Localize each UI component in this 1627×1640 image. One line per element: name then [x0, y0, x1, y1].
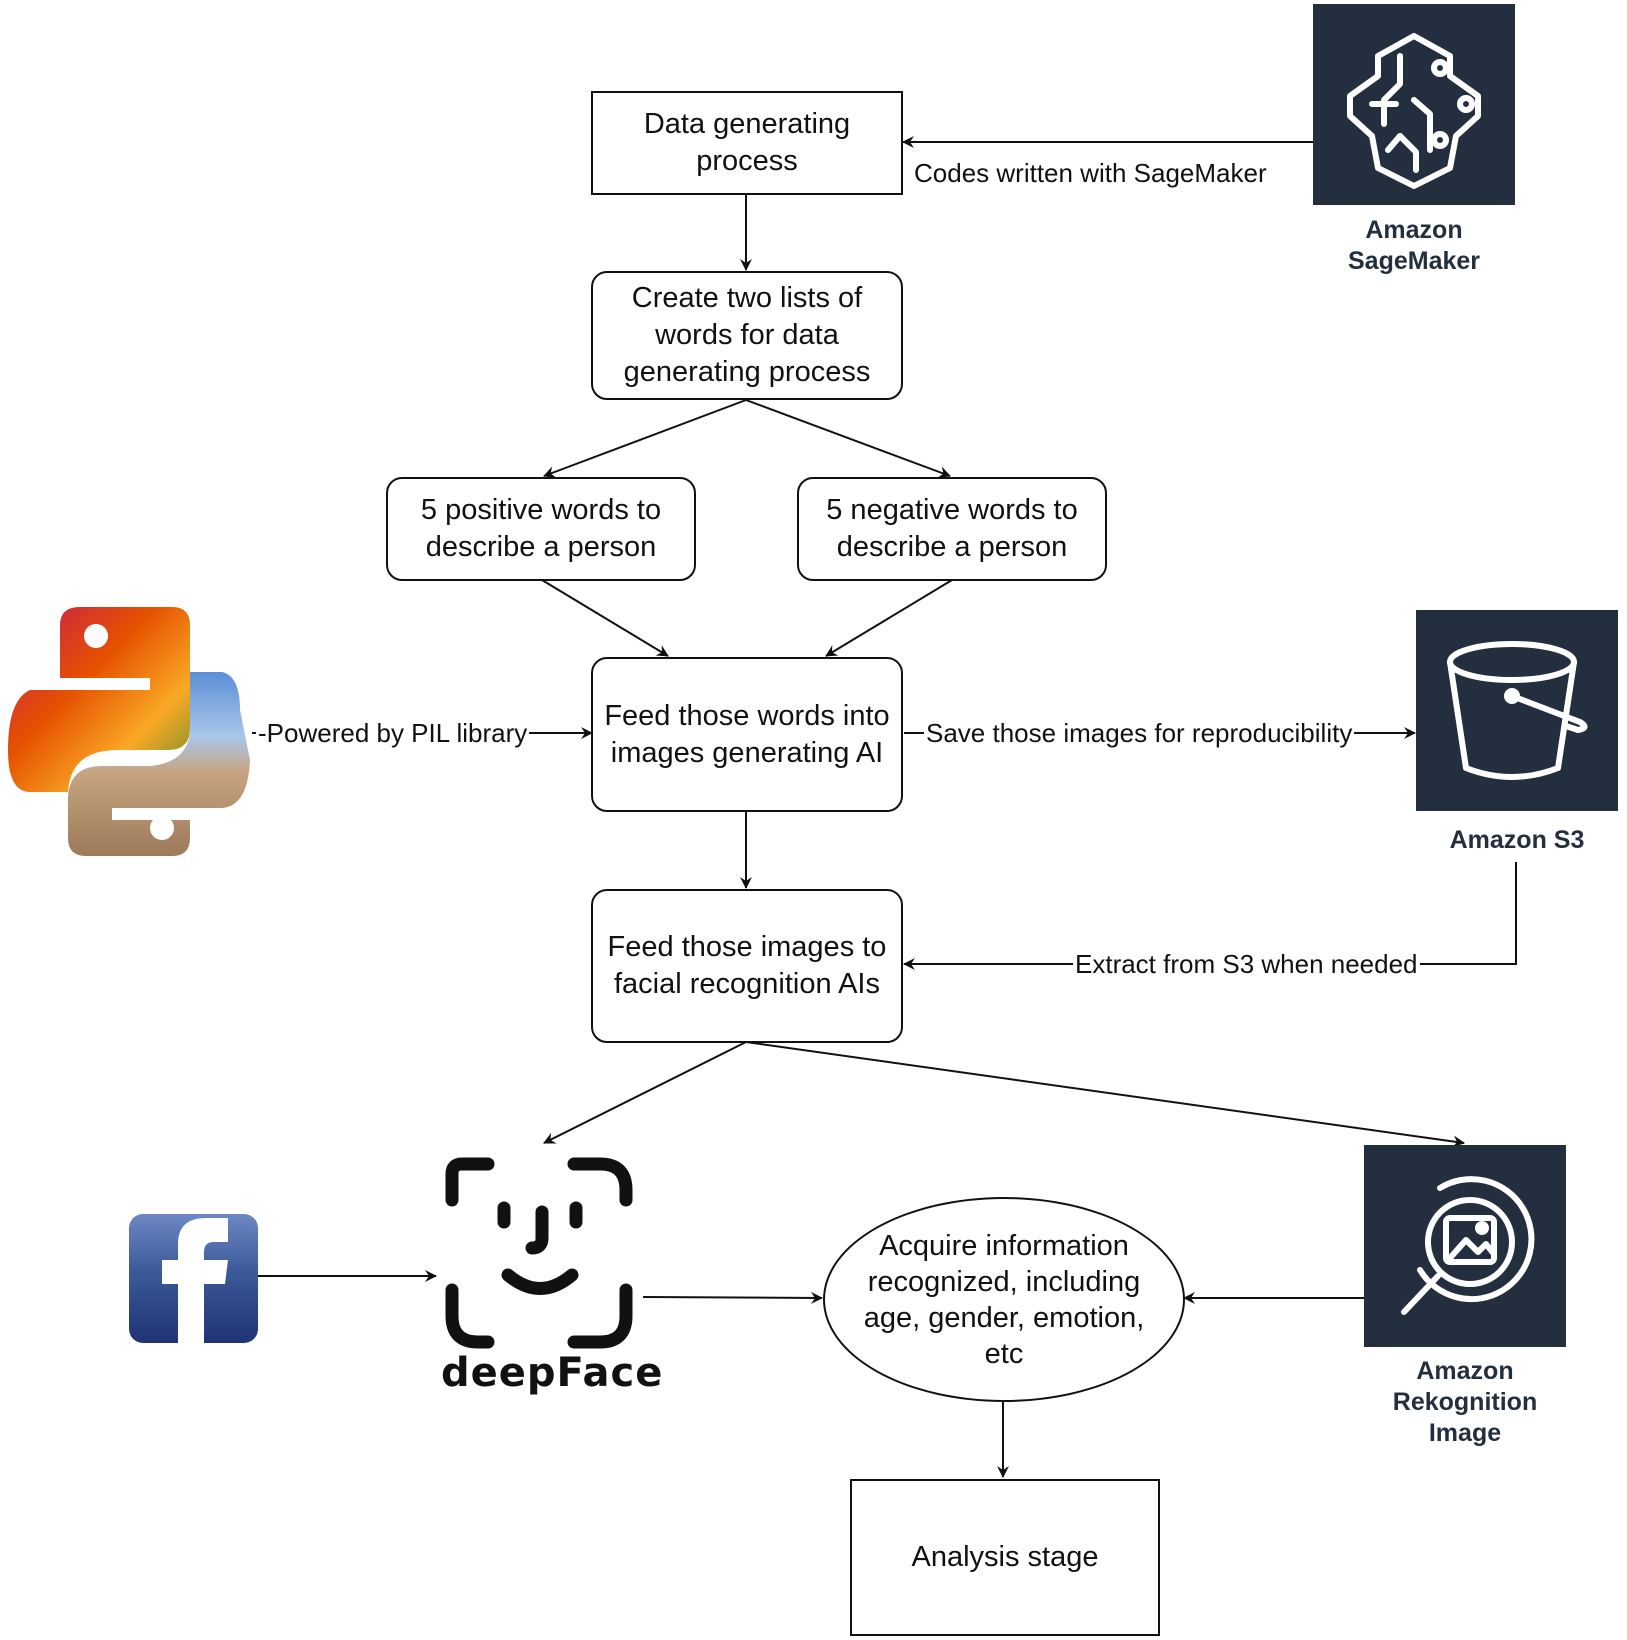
node-data-generating: Data generating process	[591, 91, 903, 195]
node-create-lists-label: Create two lists of words for data gener…	[623, 282, 871, 388]
facebook-f-icon	[129, 1214, 258, 1343]
sagemaker-brain-icon	[1347, 33, 1481, 189]
node-feed-images: Feed those images to facial recognition …	[591, 889, 903, 1043]
edge-create-to-positive	[543, 399, 747, 478]
service-label-sagemaker: Amazon SageMaker	[1347, 216, 1481, 275]
edge-label-s3-extract: Extract from S3 when needed	[1073, 949, 1420, 979]
node-analysis: Analysis stage	[850, 1479, 1160, 1636]
node-feed-words: Feed those words into images generating …	[591, 657, 903, 812]
node-positive-words-label: 5 positive words to describe a person	[420, 494, 662, 563]
s3-tile	[1416, 610, 1618, 811]
rekognition-tile	[1364, 1145, 1566, 1347]
edge-label-sagemaker: Codes written with SageMaker	[912, 158, 1269, 188]
node-acquire-info-label: Acquire information recognized, includin…	[863, 1229, 1145, 1370]
edge-negative-to-feed	[825, 579, 953, 657]
service-label-rekognition: Amazon Rekognition Image	[1392, 1357, 1538, 1447]
node-acquire-info: Acquire information recognized, includin…	[823, 1197, 1185, 1402]
deepface-logo-icon	[445, 1157, 633, 1349]
node-create-lists: Create two lists of words for data gener…	[591, 271, 903, 400]
node-negative-words: 5 negative words to describe a person	[797, 477, 1107, 581]
edge-label-python: -Powered by PIL library	[256, 718, 530, 748]
python-logo-icon	[8, 607, 250, 856]
node-data-generating-label: Data generating process	[643, 108, 851, 177]
s3-bucket-icon	[1447, 641, 1588, 780]
deepface-wordmark: deepFace	[441, 1350, 664, 1396]
edge-deepface-to-acquire	[642, 1291, 823, 1304]
node-negative-words-label: 5 negative words to describe a person	[826, 494, 1078, 563]
node-feed-images-label: Feed those images to facial recognition …	[607, 931, 887, 1000]
node-analysis-label: Analysis stage	[911, 1541, 1099, 1573]
edge-create-to-negative	[745, 399, 951, 478]
service-label-s3: Amazon S3	[1449, 826, 1585, 854]
rekognition-magnifier-icon	[1401, 1176, 1535, 1315]
edge-label-s3-save: Save those images for reproducibility	[924, 718, 1355, 748]
node-feed-words-label: Feed those words into images generating …	[604, 699, 890, 769]
node-positive-words: 5 positive words to describe a person	[386, 477, 696, 581]
edge-images-to-rekognition	[745, 1041, 1465, 1148]
edge-images-to-deepface	[543, 1041, 747, 1144]
edge-positive-to-feed	[541, 579, 669, 657]
